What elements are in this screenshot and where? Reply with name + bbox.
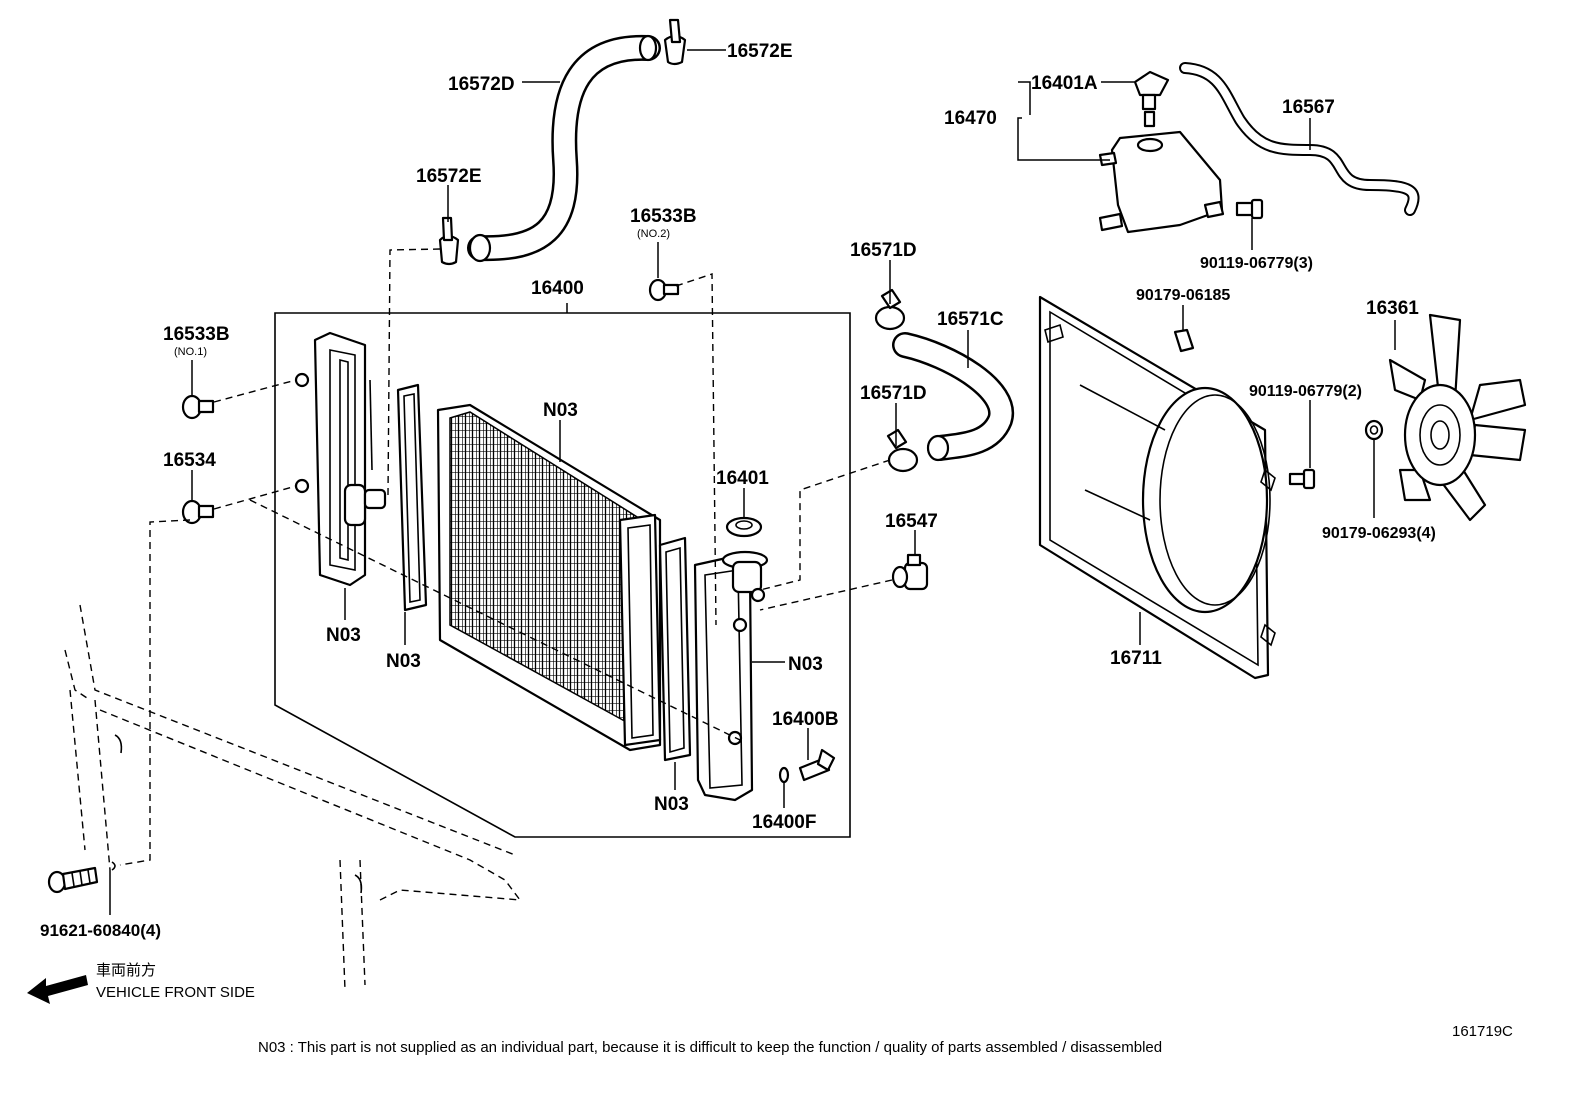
- label-16400b[interactable]: 16400B: [772, 709, 839, 730]
- label-16470[interactable]: 16470: [944, 108, 997, 129]
- reservoir-tank-16470: [1098, 130, 1225, 234]
- bolt-91621: [47, 861, 116, 894]
- leader-lines: [109, 49, 1396, 915]
- label-16400f[interactable]: 16400F: [752, 812, 816, 833]
- hose-clamp-16572e-top: [663, 18, 687, 66]
- right-seal: [658, 536, 692, 762]
- drain-cock-16400b: [798, 748, 836, 782]
- drain-plug-16547: [891, 553, 929, 591]
- label-n03-left-tank[interactable]: N03: [326, 625, 361, 646]
- label-16534[interactable]: 16534: [163, 450, 216, 471]
- label-16711[interactable]: 16711: [1110, 648, 1162, 669]
- label-16571d-top[interactable]: 16571D: [850, 240, 917, 261]
- label-16547[interactable]: 16547: [885, 511, 938, 532]
- hose-clamp-16571d-top: [874, 288, 906, 331]
- label-16571d-bottom[interactable]: 16571D: [860, 383, 927, 404]
- label-16571c[interactable]: 16571C: [937, 309, 1004, 330]
- label-16533b-no1[interactable]: 16533B: [163, 324, 230, 345]
- hose-clamp-16571d-bottom: [886, 428, 919, 473]
- vehicle-front-indicator: 車両前方 VEHICLE FRONT SIDE: [27, 962, 255, 1004]
- hose-clamp-16572e-mid: [438, 216, 460, 266]
- front-label-jp: 車両前方: [96, 962, 156, 979]
- label-16401a[interactable]: 16401A: [1031, 73, 1098, 94]
- reservoir-cap-16401a: [1133, 70, 1170, 128]
- bolt-90119-2: [1288, 468, 1316, 490]
- label-n03-left-seal[interactable]: N03: [386, 651, 421, 672]
- label-90179-06185[interactable]: 90179-06185: [1136, 287, 1230, 304]
- label-n03-right-tank[interactable]: N03: [788, 654, 823, 675]
- label-90119-06779-2[interactable]: 90119-06779(2): [1249, 383, 1362, 400]
- nut-90179-06293: [1364, 419, 1384, 441]
- bolt-16534: [181, 499, 215, 525]
- lower-radiator-hose: [892, 332, 1014, 462]
- front-arrow-icon: [27, 975, 88, 1004]
- label-90179-06293-4[interactable]: 90179-06293(4): [1322, 525, 1436, 542]
- radiator-cap-16401: [725, 516, 763, 538]
- radiator-core: [436, 403, 662, 752]
- diagram-id: 161719C: [1452, 1023, 1513, 1040]
- upper-radiator-hose: [467, 34, 661, 263]
- left-radiator-tank: [294, 331, 387, 587]
- o-ring-16400f: [778, 766, 790, 784]
- label-16400[interactable]: 16400: [531, 278, 584, 299]
- label-16567[interactable]: 16567: [1282, 97, 1335, 118]
- vehicle-body-outline: [64, 604, 521, 991]
- label-16401[interactable]: 16401: [716, 468, 769, 489]
- footnote: N03 : This part is not supplied as an in…: [258, 1039, 1162, 1056]
- bolt-16533b-no1: [181, 394, 215, 420]
- label-no1: (NO.1): [174, 346, 207, 358]
- bolt-90119-3: [1235, 198, 1264, 220]
- label-n03-right-seal[interactable]: N03: [654, 794, 689, 815]
- cooling-fan-16361: [1388, 313, 1527, 522]
- label-16572d[interactable]: 16572D: [448, 74, 515, 95]
- front-label-en: VEHICLE FRONT SIDE: [96, 984, 255, 1001]
- label-16572e-top[interactable]: 16572E: [727, 41, 793, 62]
- label-16361[interactable]: 16361: [1366, 298, 1419, 319]
- assembly-dashed-lines: [119, 248, 893, 866]
- right-radiator-tank: [693, 550, 769, 802]
- label-90119-06779-3[interactable]: 90119-06779(3): [1200, 255, 1313, 272]
- label-16533b-no2[interactable]: 16533B: [630, 206, 697, 227]
- label-no2: (NO.2): [637, 228, 670, 240]
- label-91621-60840-4[interactable]: 91621-60840(4): [40, 921, 161, 940]
- bolt-16533b-no2: [648, 278, 680, 302]
- clip-90179-06185: [1173, 328, 1195, 353]
- fan-shroud-16711: [1038, 295, 1276, 680]
- label-n03-core[interactable]: N03: [543, 400, 578, 421]
- part-labels: 16572D 16572E 16572E 16533B (NO.2) 16400…: [40, 41, 1436, 940]
- left-seal: [396, 383, 428, 612]
- label-16572e-mid[interactable]: 16572E: [416, 166, 482, 187]
- radiator-assembly-frame: [274, 303, 851, 838]
